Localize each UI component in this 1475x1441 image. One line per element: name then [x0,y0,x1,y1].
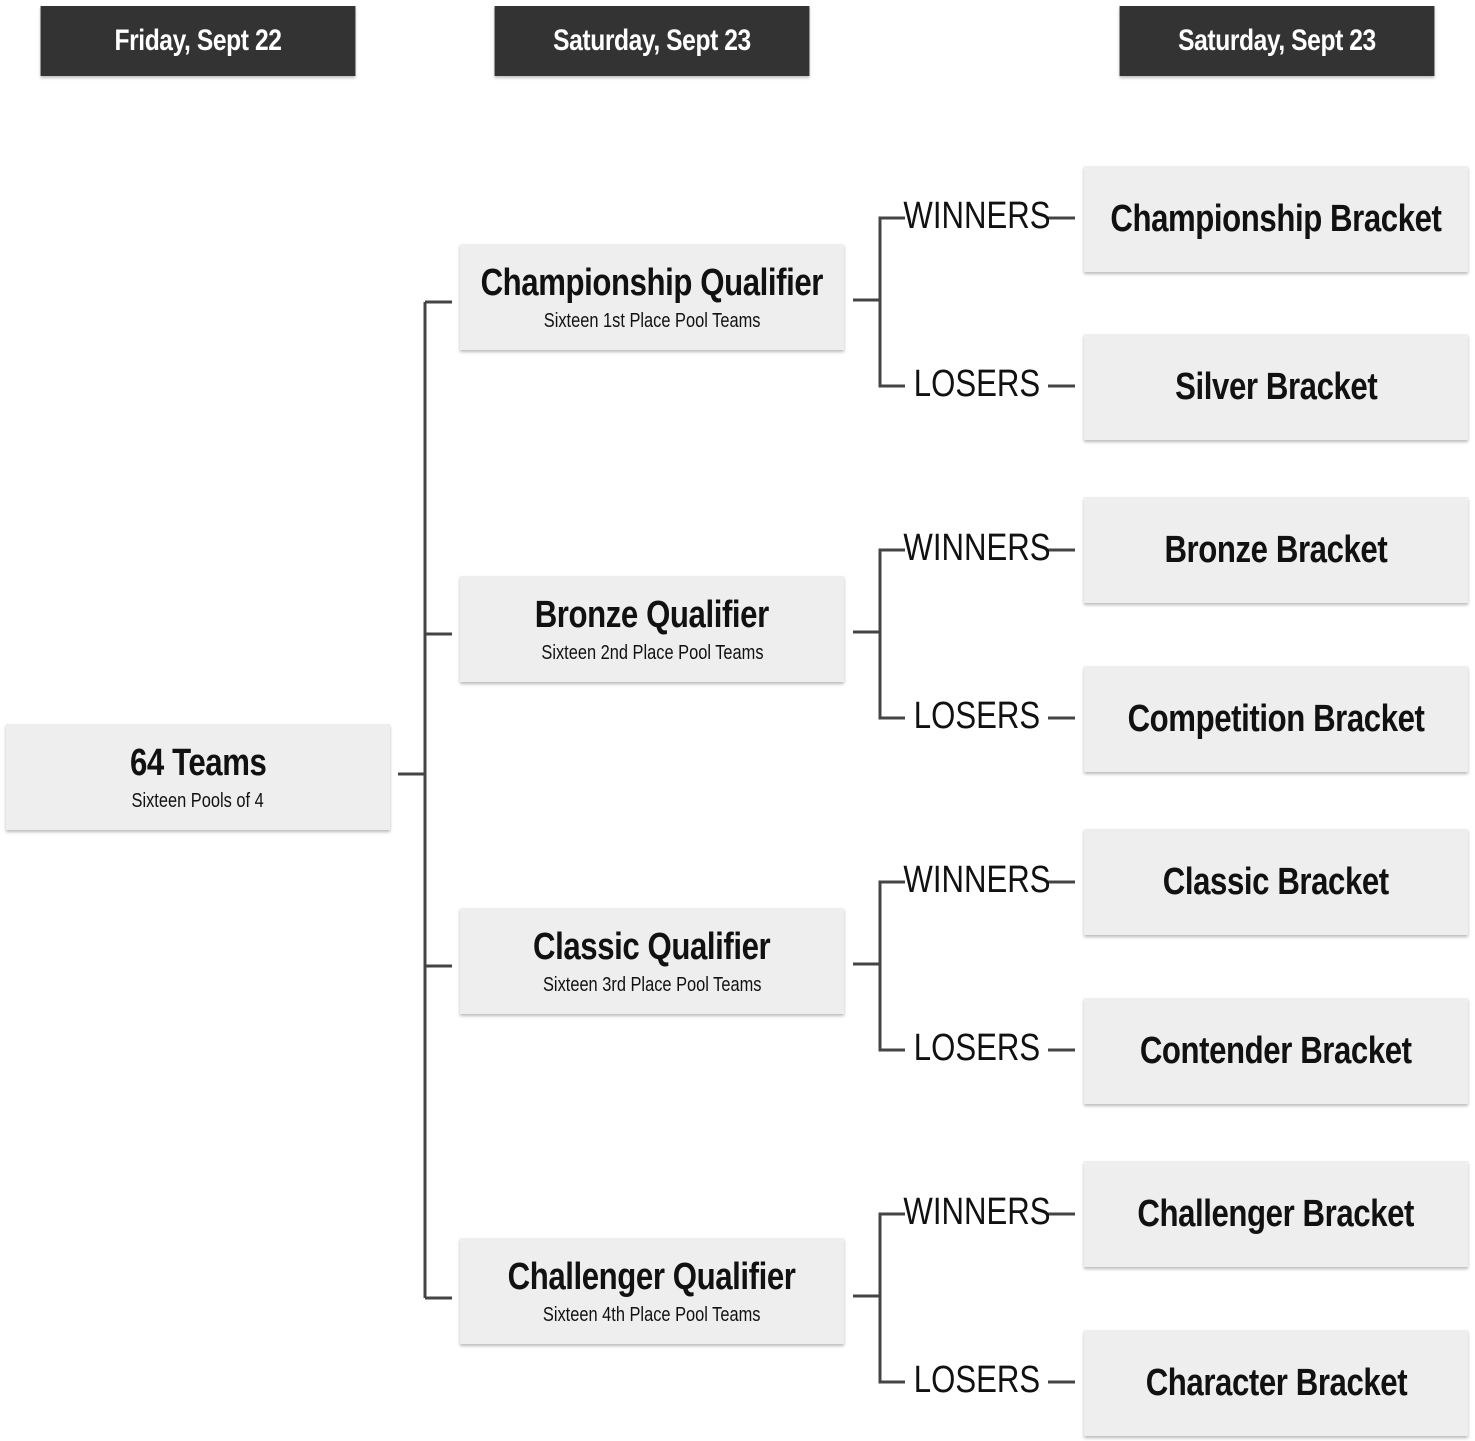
bracket-title: Silver Bracket [1174,366,1378,408]
bracket-title: Contender Bracket [1140,1030,1412,1072]
root-teams-box: 64 Teams Sixteen Pools of 4 [6,724,390,830]
bracket-box: Silver Bracket [1084,334,1468,440]
bracket-title: Bronze Bracket [1164,529,1388,571]
header-friday-label: Friday, Sept 22 [114,24,282,57]
winners-label: WINNERS [903,195,1051,237]
root-title: 64 Teams [129,742,267,784]
bracket-title: Challenger Bracket [1137,1193,1415,1235]
losers-label: LOSERS [913,1027,1041,1069]
winners-label: WINNERS [903,527,1051,569]
header-saturday-brackets: Saturday, Sept 23 [1119,6,1435,76]
qualifier-title: Challenger Qualifier [508,1256,796,1298]
qualifier-subtitle: Sixteen 1st Place Pool Teams [543,310,761,332]
bracket-title: Character Bracket [1145,1362,1407,1404]
bracket-box: Challenger Bracket [1084,1161,1468,1267]
qualifier-title: Bronze Qualifier [534,594,770,636]
bracket-title: Championship Bracket [1110,198,1442,240]
losers-label: LOSERS [913,695,1041,737]
bracket-box: Contender Bracket [1084,998,1468,1104]
qualifier-subtitle: Sixteen 4th Place Pool Teams [543,1304,761,1326]
winners-label: WINNERS [903,859,1051,901]
qualifier-title: Classic Qualifier [533,926,771,968]
qualifier-box: Championship Qualifier Sixteen 1st Place… [460,244,844,350]
losers-label: LOSERS [913,363,1041,405]
bracket-title: Classic Bracket [1163,861,1389,903]
header-saturday-brackets-label: Saturday, Sept 23 [1178,24,1376,57]
qualifier-box: Bronze Qualifier Sixteen 2nd Place Pool … [460,576,844,682]
bracket-box: Classic Bracket [1084,829,1468,935]
qualifier-title: Championship Qualifier [480,262,824,304]
bracket-box: Championship Bracket [1084,166,1468,272]
qualifier-subtitle: Sixteen 3rd Place Pool Teams [542,974,762,996]
bracket-box: Character Bracket [1084,1330,1468,1436]
bracket-title: Competition Bracket [1127,698,1425,740]
header-saturday-qualifiers: Saturday, Sept 23 [494,6,810,76]
qualifier-box: Classic Qualifier Sixteen 3rd Place Pool… [460,908,844,1014]
header-friday: Friday, Sept 22 [40,6,356,76]
winners-label: WINNERS [903,1191,1051,1233]
root-subtitle: Sixteen Pools of 4 [131,790,265,812]
qualifier-box: Challenger Qualifier Sixteen 4th Place P… [460,1238,844,1344]
qualifier-subtitle: Sixteen 2nd Place Pool Teams [540,642,764,664]
bracket-box: Bronze Bracket [1084,497,1468,603]
header-saturday-qualifiers-label: Saturday, Sept 23 [553,24,751,57]
bracket-box: Competition Bracket [1084,666,1468,772]
losers-label: LOSERS [913,1359,1041,1401]
